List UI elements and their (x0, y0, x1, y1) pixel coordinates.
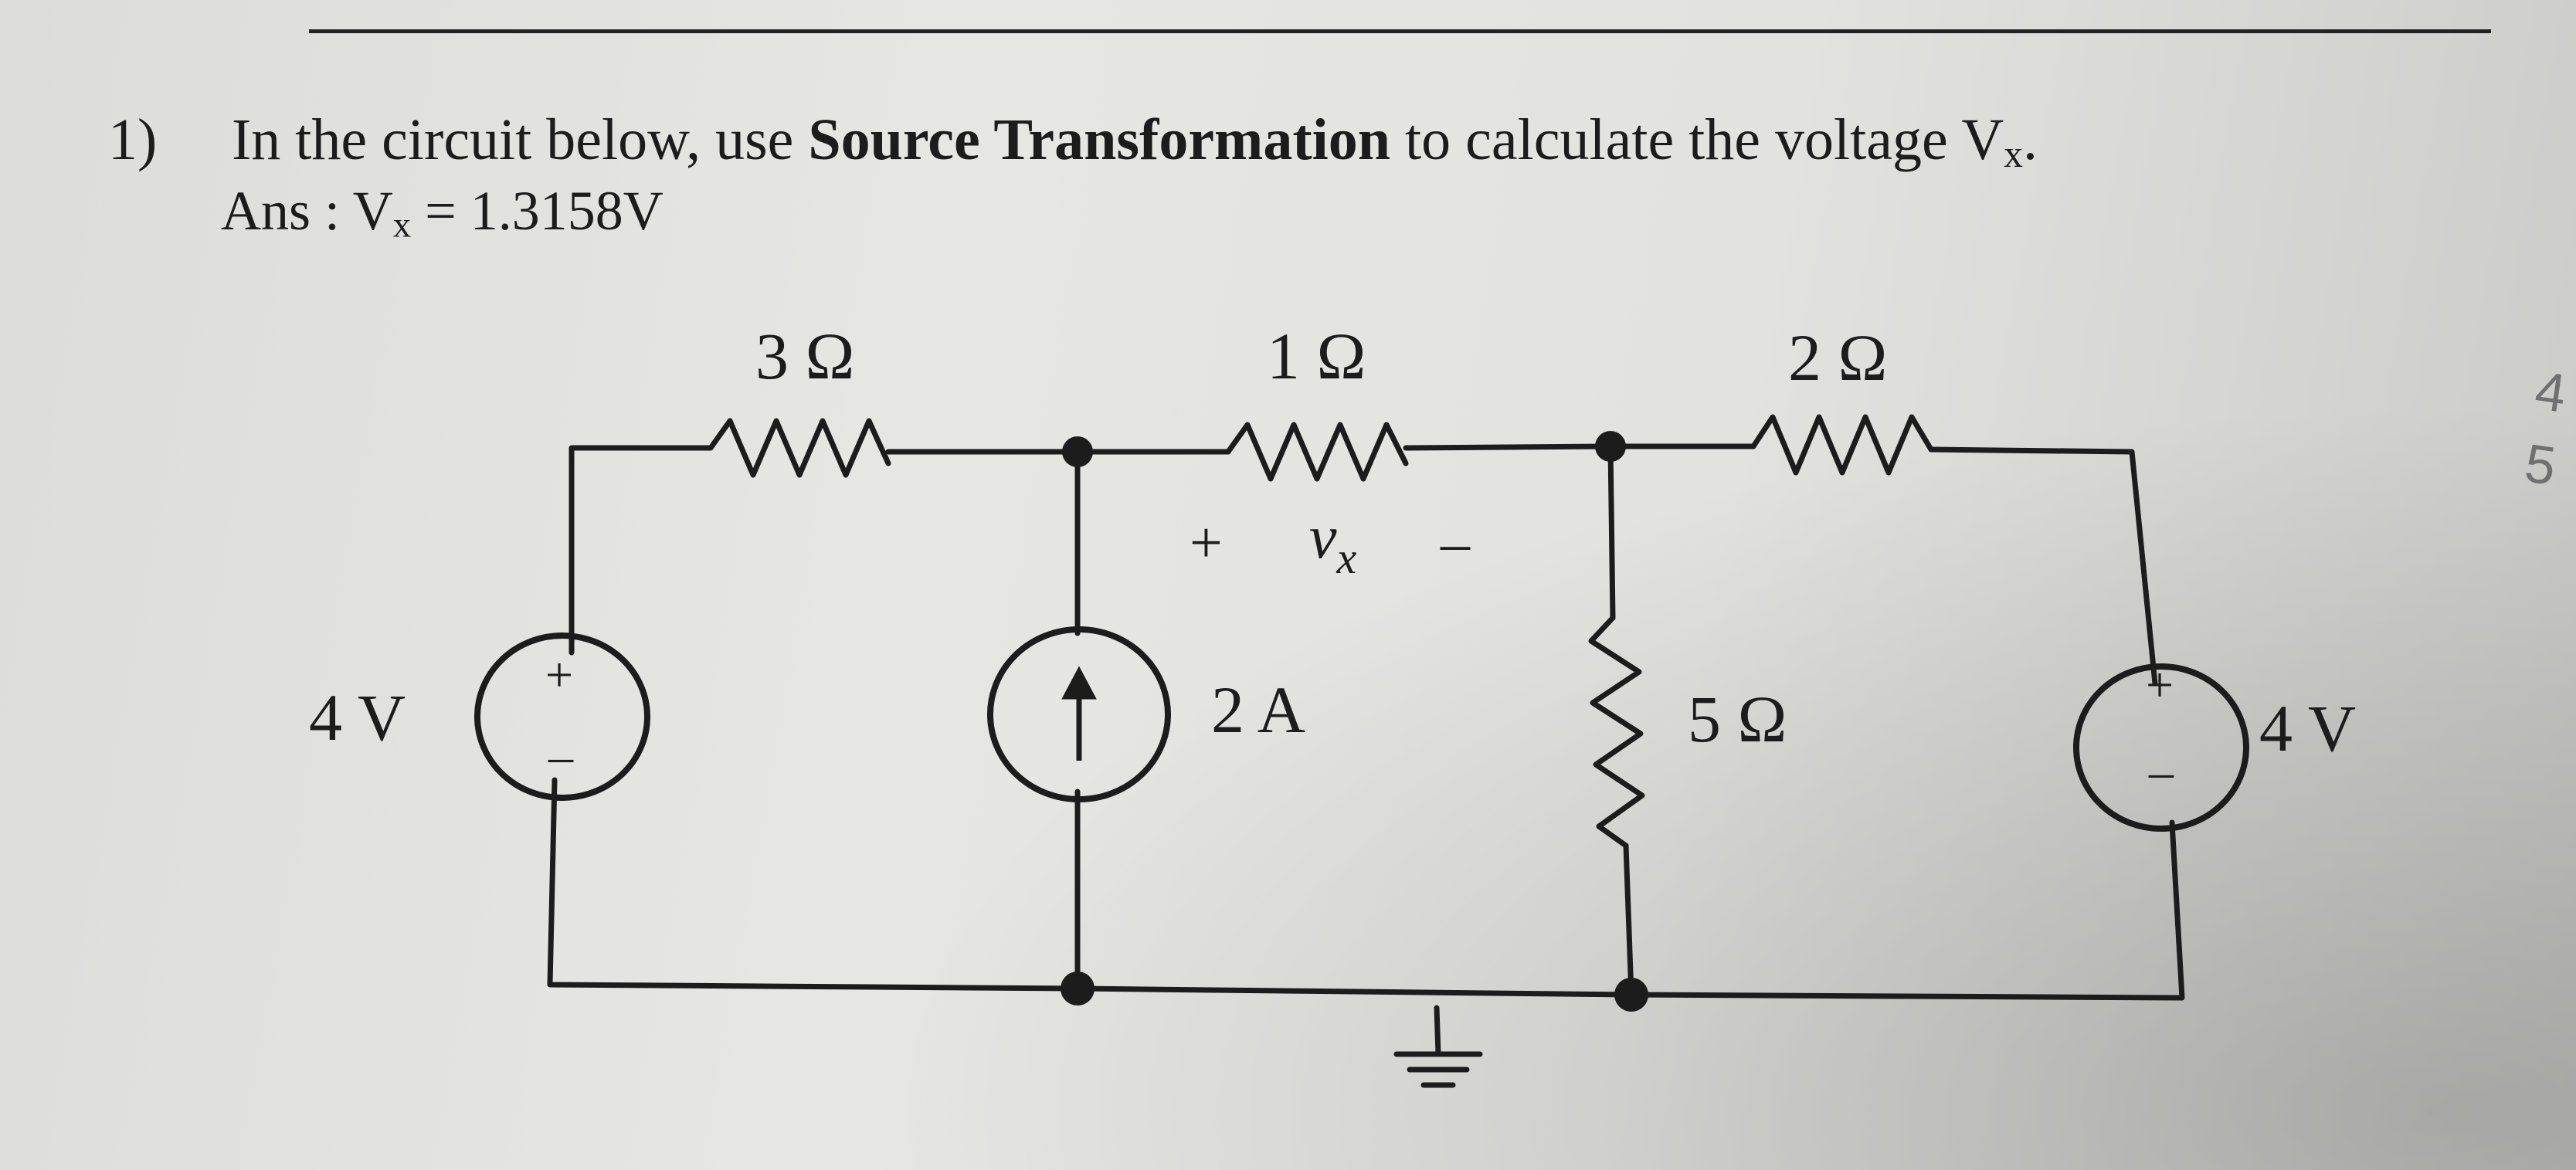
voltage-source-left (474, 632, 650, 801)
vx-plus-sign: + (1190, 510, 1223, 575)
wire-left-bottom (547, 777, 1081, 992)
vx-minus-sign: – (1440, 510, 1471, 575)
question-text-start: In the circuit below, use (232, 107, 809, 172)
resistor-2ohm (1750, 414, 1934, 476)
label-r-left: 3 Ω (755, 319, 854, 393)
wire-top-left (568, 445, 714, 656)
wire-bottom-right (1628, 819, 2185, 1001)
wire-bottom-mid (1074, 985, 1634, 998)
question-subscript: x (2004, 132, 2023, 175)
node-bottom-right (1614, 978, 1648, 1012)
source-left-minus: – (548, 728, 574, 783)
label-v-left: 4 V (309, 680, 406, 755)
node-top-right (1595, 431, 1626, 462)
resistor-3ohm (708, 418, 891, 478)
node-bottom-left (1061, 972, 1095, 1006)
current-arrow-head-icon (1061, 666, 1097, 700)
current-source (987, 626, 1171, 802)
question-period: . (2022, 107, 2038, 172)
voltage-source-right (2073, 663, 2249, 832)
question-number: 1) (108, 107, 158, 172)
answer-prefix: Ans : V (221, 180, 393, 242)
top-rule (309, 29, 2491, 33)
label-current: 2 A (1211, 673, 1305, 747)
label-r-mid: 1 Ω (1267, 319, 1366, 393)
answer-subscript: x (392, 205, 412, 246)
question-text: 1) In the circuit below, use Source Trans… (108, 107, 2038, 176)
label-v-right: 4 V (2259, 691, 2356, 765)
source-left-plus: + (545, 647, 573, 702)
vx-label: vx (1309, 504, 1357, 583)
question-bold-method: Source Transformation (808, 107, 1391, 172)
wire-right-top (1928, 446, 2158, 687)
label-r-right: 2 Ω (1788, 320, 1887, 395)
resistor-5ohm (1588, 615, 1645, 849)
source-right-plus: + (2146, 657, 2174, 712)
ground-stem (1434, 1005, 1441, 1057)
wire-shunt-top (1607, 443, 1616, 621)
answer-text: Ans : Vx = 1.3158V (221, 179, 664, 246)
source-right-minus: – (2148, 744, 2174, 799)
wire-top-right-mid (1403, 443, 1614, 451)
answer-value: = 1.3158V (411, 180, 664, 242)
resistor-1ohm (1225, 422, 1409, 482)
node-top-left (1062, 436, 1093, 467)
label-r-shunt: 5 Ω (1688, 682, 1787, 756)
question-text-end: to calculate the voltage V (1390, 107, 2004, 172)
wire-shunt-bottom (1623, 843, 1634, 998)
